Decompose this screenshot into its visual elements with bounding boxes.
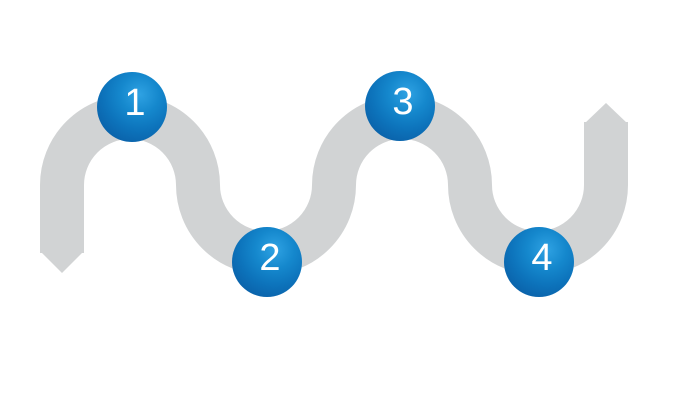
step-number-1: 1 [124, 82, 146, 124]
step-number-2: 2 [259, 237, 281, 279]
step-circle-1: 1 [97, 72, 167, 142]
step-circle-2: 2 [232, 227, 302, 297]
step-number-4: 4 [531, 237, 553, 279]
step-number-3: 3 [392, 81, 414, 123]
ribbon-right-tip [584, 103, 628, 124]
ribbon-path [40, 95, 628, 275]
step-circle-4: 4 [504, 227, 574, 297]
step-circle-3: 3 [365, 71, 435, 141]
ribbon-left-tip [40, 251, 84, 273]
